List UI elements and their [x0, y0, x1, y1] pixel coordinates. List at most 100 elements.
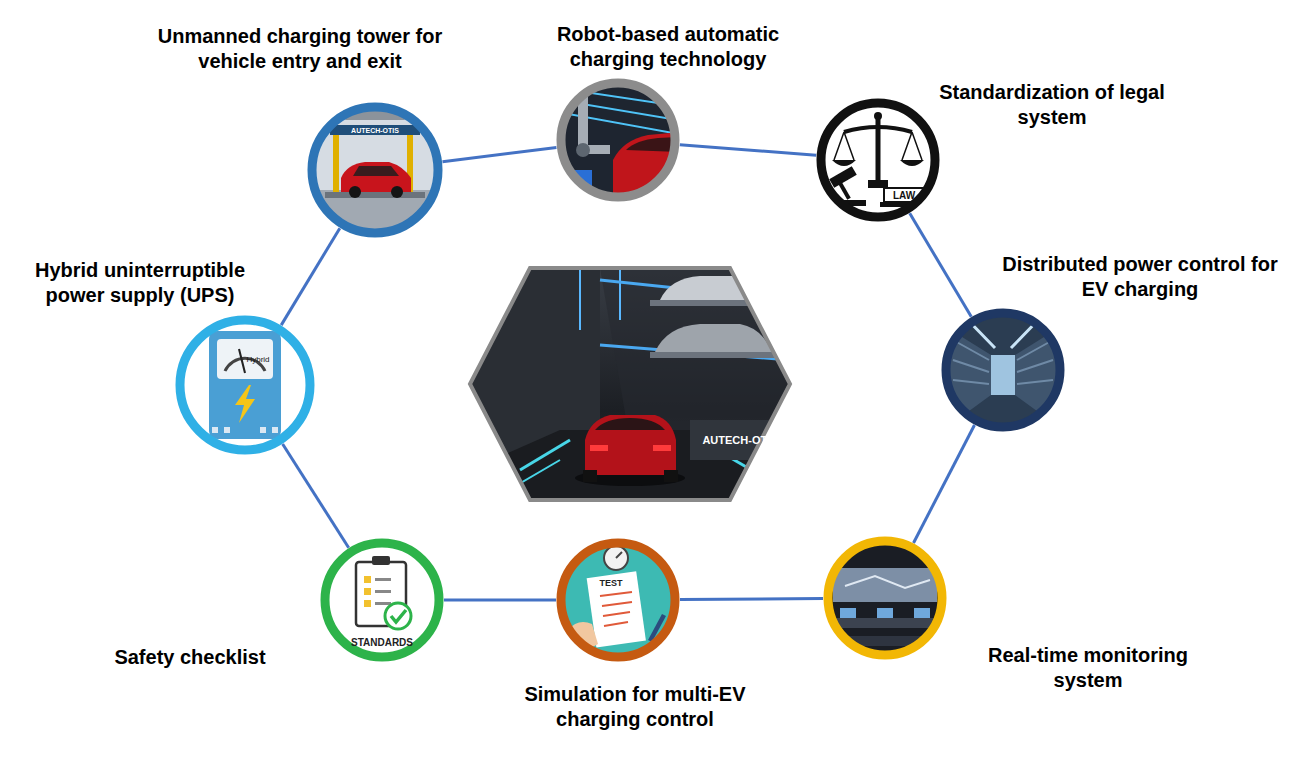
circle-outline	[307, 102, 443, 238]
ring-connector	[442, 148, 556, 162]
topic-heading: Standardization of legal system	[937, 80, 1167, 130]
topic-heading: Hybrid uninterruptible power supply (UPS…	[5, 258, 275, 308]
ring-connector	[283, 444, 349, 548]
scene-ground	[941, 308, 1065, 432]
circle-ring	[821, 103, 935, 217]
parking-tower-scene	[460, 260, 800, 510]
circle-outline	[175, 315, 315, 455]
tower-icon	[307, 102, 443, 238]
gauge-needle	[239, 349, 245, 373]
circle-outline	[556, 78, 680, 202]
ring-connector	[444, 599, 556, 602]
clipboard	[356, 562, 406, 626]
topic-heading: Simulation for multi-EV charging control	[485, 682, 785, 732]
circle-ring	[561, 543, 675, 657]
topic-circle: Real-time monitoring system	[823, 536, 947, 660]
checkbox	[364, 588, 371, 595]
corridor-light	[991, 355, 1015, 395]
desk-screen	[877, 608, 893, 618]
scene-ground	[307, 102, 443, 238]
sign-bar	[330, 125, 420, 135]
rack-slot	[953, 340, 1053, 384]
checkbox	[364, 600, 371, 607]
server-icon	[941, 308, 1065, 432]
robot-joint	[576, 143, 590, 157]
circle-ring	[180, 320, 310, 450]
clipboard-text: STANDARDS	[351, 638, 413, 648]
topic-heading: Robot-based automatic charging technolog…	[533, 22, 803, 72]
ups-body	[209, 331, 281, 439]
brand-sign: AUTECH-OTIS	[702, 435, 777, 446]
wheel	[349, 186, 361, 198]
circle-outline	[556, 538, 680, 662]
paper-heading: TEST	[599, 579, 622, 588]
circle-outline	[816, 98, 940, 222]
scene-ground	[556, 78, 680, 202]
check-line	[375, 602, 391, 605]
scene-ground	[823, 536, 947, 660]
topic-circle: Robot-based automatic charging technolog…	[556, 78, 680, 202]
checkbox	[364, 576, 371, 583]
brand-sign: AUTECH-OTIS	[351, 127, 399, 134]
circle-ring	[561, 83, 675, 197]
ring-connector	[913, 425, 974, 543]
topic-circle: Simulation for multi-EV charging control	[556, 538, 680, 662]
check-icon	[356, 556, 411, 629]
topic-heading: Safety checklist	[80, 645, 300, 670]
clipboard-clip	[372, 556, 390, 565]
vent	[224, 427, 230, 433]
monitor-icon	[823, 536, 947, 660]
desk-screen	[914, 608, 930, 618]
circle-fill	[180, 320, 310, 450]
circle-ring	[312, 107, 438, 233]
scale-pan	[832, 160, 856, 166]
topic-circle: Distributed power control for EV chargin…	[941, 308, 1065, 432]
sim-icon	[556, 538, 680, 662]
law-icon	[829, 112, 928, 207]
video-wall	[833, 568, 937, 602]
topic-heading: Real-time monitoring system	[963, 643, 1213, 693]
screen-graph	[845, 576, 930, 588]
ring-connector	[910, 213, 972, 316]
ring-connector	[281, 228, 340, 325]
ring-connector	[680, 598, 823, 599]
ring-connector	[680, 145, 816, 155]
wheel	[391, 186, 403, 198]
light-strip	[558, 88, 678, 134]
gauge-text: Hybrid	[246, 356, 269, 364]
topic-heading: Unmanned charging tower for vehicle entr…	[135, 24, 465, 74]
topic-circle: Standardization of legal system	[816, 98, 940, 222]
stopwatch-hand	[616, 552, 622, 558]
circle-fill	[325, 543, 439, 657]
check-line	[375, 578, 391, 581]
stopwatch	[604, 546, 628, 570]
tower-post	[333, 135, 339, 193]
scale-pan	[900, 160, 924, 166]
circle-ring	[325, 543, 439, 657]
circle-outline	[823, 536, 947, 660]
hexagon-frame	[470, 268, 790, 500]
scale-top	[874, 112, 882, 120]
scale-base	[868, 180, 888, 188]
lift-platform	[325, 192, 425, 198]
paper-line	[600, 592, 632, 626]
topic-heading: Distributed power control for EV chargin…	[990, 252, 1290, 302]
topic-circle: Hybrid uninterruptible power supply (UPS…	[175, 315, 315, 455]
circle-ring	[946, 313, 1060, 427]
car-window	[353, 166, 399, 176]
ups-icon	[209, 331, 281, 439]
check-mark	[391, 610, 406, 622]
desk-screen	[840, 608, 856, 618]
gauge-face	[217, 339, 273, 379]
scale-string	[834, 132, 922, 160]
plaque-text: LAW	[893, 191, 915, 201]
vent	[272, 427, 278, 433]
circle-ring	[828, 541, 942, 655]
circle-fill	[821, 103, 935, 217]
check-badge	[385, 603, 411, 629]
vent	[260, 427, 266, 433]
topic-circle: Unmanned charging tower for vehicle entr…	[307, 102, 443, 238]
check-line	[375, 590, 391, 593]
